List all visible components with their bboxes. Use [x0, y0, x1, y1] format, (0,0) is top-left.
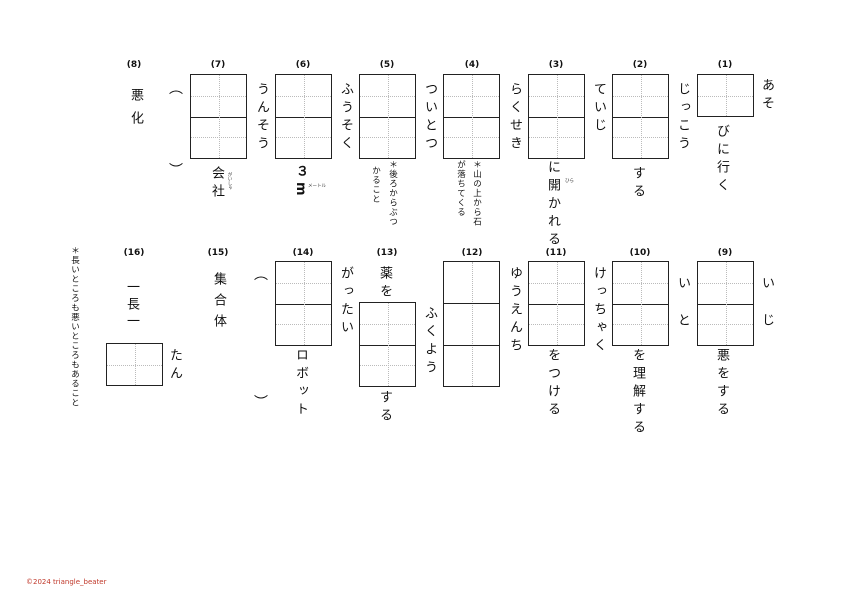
reading-text: ていじ — [591, 82, 606, 136]
reading-text: うんそう — [254, 82, 269, 154]
problem-text: に開かれる — [545, 160, 560, 250]
bracket-open: ︵ — [169, 81, 183, 97]
answer-box[interactable] — [190, 74, 247, 159]
bracket-open: ︵ — [254, 267, 268, 283]
problem-text: たん — [167, 348, 182, 384]
answer-box[interactable] — [612, 74, 669, 159]
problem-text: ロボット — [293, 348, 308, 420]
problem-text: ３m — [293, 164, 308, 201]
problem-number: (1) — [717, 60, 733, 70]
answer-box[interactable] — [106, 343, 163, 386]
reading-text: いと — [675, 276, 690, 350]
problem-number: (16) — [123, 248, 145, 258]
problem-text: 集合体 — [211, 272, 226, 335]
problem-number: (15) — [207, 248, 229, 258]
reading-text: ゆうえんち — [507, 266, 522, 356]
answer-box[interactable] — [697, 261, 754, 346]
problem-number: (5) — [379, 60, 395, 70]
answer-box[interactable] — [359, 302, 416, 387]
problem-number: (12) — [461, 248, 483, 258]
problem-number: (9) — [717, 248, 733, 258]
answer-box[interactable] — [443, 261, 500, 387]
problem-text: を理解する — [630, 348, 645, 438]
reading-text: じっこう — [675, 82, 690, 154]
note-text: ＊長いところも悪いところもあること — [69, 246, 80, 408]
problem-text: 一長一 — [124, 280, 139, 331]
problem-number: (14) — [292, 248, 314, 258]
answer-box[interactable] — [275, 261, 332, 346]
answer-box[interactable] — [528, 74, 585, 159]
note-text: が落ちてくる — [455, 160, 466, 217]
reading-text: ついとつ — [422, 82, 437, 154]
furigana: ひら — [565, 179, 574, 184]
problem-text: する — [630, 166, 645, 202]
note-text: かること — [370, 166, 381, 204]
problem-number: (10) — [629, 248, 651, 258]
problem-text: 会社 — [209, 166, 224, 202]
problem-number: (8) — [126, 60, 142, 70]
answer-box[interactable] — [697, 74, 754, 117]
answer-box[interactable] — [443, 74, 500, 159]
answer-box[interactable] — [275, 74, 332, 159]
note-text: ＊後ろからぶつ — [387, 160, 398, 227]
problem-text: びに行く — [714, 124, 729, 196]
reading-text: らくせき — [507, 82, 522, 154]
reading-text: いじ — [759, 276, 774, 350]
problem-number: (4) — [464, 60, 480, 70]
furigana: がいしゃ — [227, 172, 232, 190]
reading-text: けっちゃく — [591, 266, 606, 356]
problem-text: する — [377, 390, 392, 426]
reading-text: がったい — [338, 266, 353, 338]
note-text: ＊山の上から石 — [471, 160, 482, 227]
problem-text: 悪化 — [128, 88, 143, 134]
answer-box[interactable] — [359, 74, 416, 159]
problem-number: (11) — [545, 248, 567, 258]
answer-box[interactable] — [528, 261, 585, 346]
problem-number: (6) — [295, 60, 311, 70]
reading-text: ふうそく — [338, 82, 353, 154]
answer-box[interactable] — [612, 261, 669, 346]
copyright-text: ©2024 triangle_beater — [26, 578, 107, 586]
problem-number: (13) — [376, 248, 398, 258]
problem-text: 薬を — [377, 266, 392, 302]
bracket-close: ︶ — [254, 395, 268, 411]
problem-text: あそ — [759, 78, 774, 114]
bracket-close: ︶ — [169, 163, 183, 179]
problem-text: をつける — [545, 348, 560, 420]
problem-text: 悪をする — [714, 348, 729, 420]
problem-number: (3) — [548, 60, 564, 70]
problem-number: (7) — [210, 60, 226, 70]
reading-text: ふくよう — [422, 306, 437, 378]
furigana: メートル — [308, 184, 326, 189]
problem-number: (2) — [632, 60, 648, 70]
